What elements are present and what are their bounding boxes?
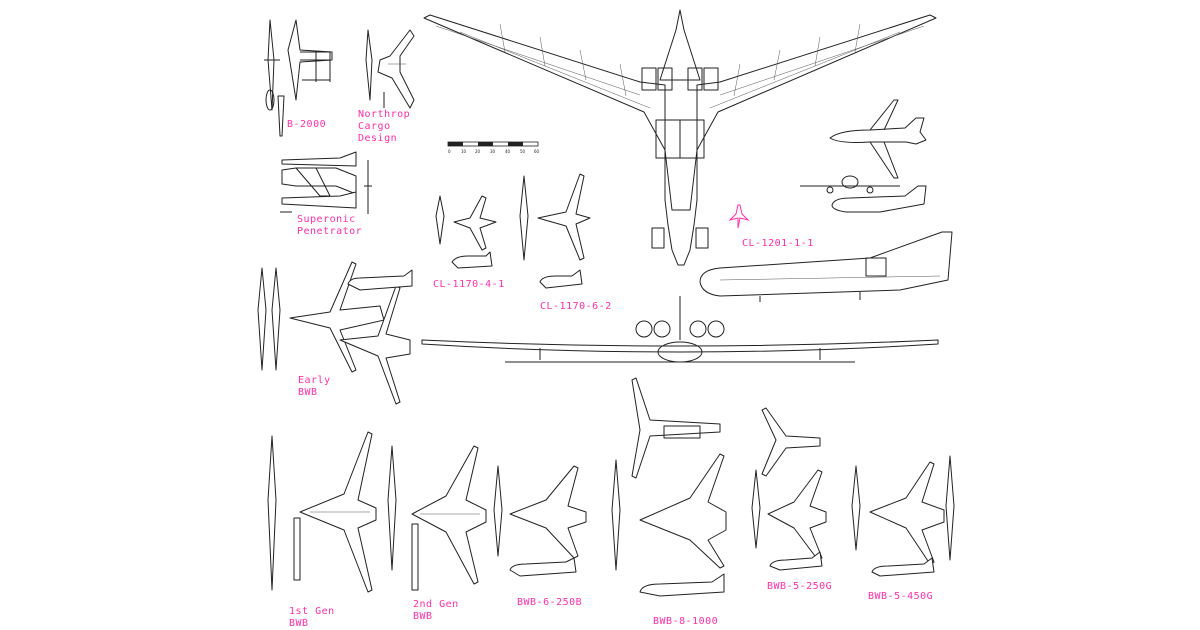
label-1st-gen-bwb: 1st Gen BWB [289,606,335,629]
label-b2000: B-2000 [287,119,327,130]
early-bwb-drawing [257,261,413,405]
scale-tick: 50 [520,149,526,154]
scale-tick: 60 [534,149,540,154]
cl1170-6-2-drawing [519,173,591,289]
label-bwb-8-1000: BWB-8-1000 [653,616,719,627]
1st-gen-bwb-drawing [267,431,377,593]
cl1201-small-plan-view [829,99,927,179]
scale-tick: 40 [505,149,511,154]
bwb-5-250g-drawing [751,407,827,571]
label-superonic: Superonic Penetrator [297,214,363,237]
bwb-6-250b-drawing [493,465,587,577]
scale-tick: 30 [490,149,496,154]
label-bwb-5-450g: BWB-5-450G [868,591,934,602]
label-bwb-6-250b: BWB-6-250B [517,597,583,608]
label-cl1170-4-1: CL-1170-4-1 [433,279,505,290]
cl1201-small-silhouette [728,204,750,229]
superonic-penetrator-drawing [280,151,372,214]
scale-tick: 0 [448,149,451,154]
scale-tick: 20 [475,149,481,154]
label-cl1170-6-2: CL-1170-6-2 [540,301,612,312]
label-northrop: Northrop Cargo Design [358,109,411,144]
cl1201-side-view [699,231,953,302]
bwb-8-1000-drawing [611,377,727,597]
2nd-gen-bwb-drawing [387,445,487,591]
cl1201-small-side-view [831,185,927,213]
label-early-bwb: Early BWB [298,375,331,398]
bwb-5-450g-drawing [851,455,955,577]
scale-bar: 0 10 20 30 40 50 60 [447,141,540,154]
cl1201-plan-view [423,9,937,266]
cl1170-4-1-drawing [435,195,497,269]
cl1201-front-view [421,296,939,363]
cl1201-small-front-view [800,175,900,194]
label-2nd-gen-bwb: 2nd Gen BWB [413,599,459,622]
b2000-drawing [264,19,333,137]
label-bwb-5-250g: BWB-5-250G [767,581,833,592]
northrop-drawing [365,29,415,109]
scale-tick: 10 [461,149,467,154]
label-cl1201-1-1: CL-1201-1-1 [742,238,814,249]
